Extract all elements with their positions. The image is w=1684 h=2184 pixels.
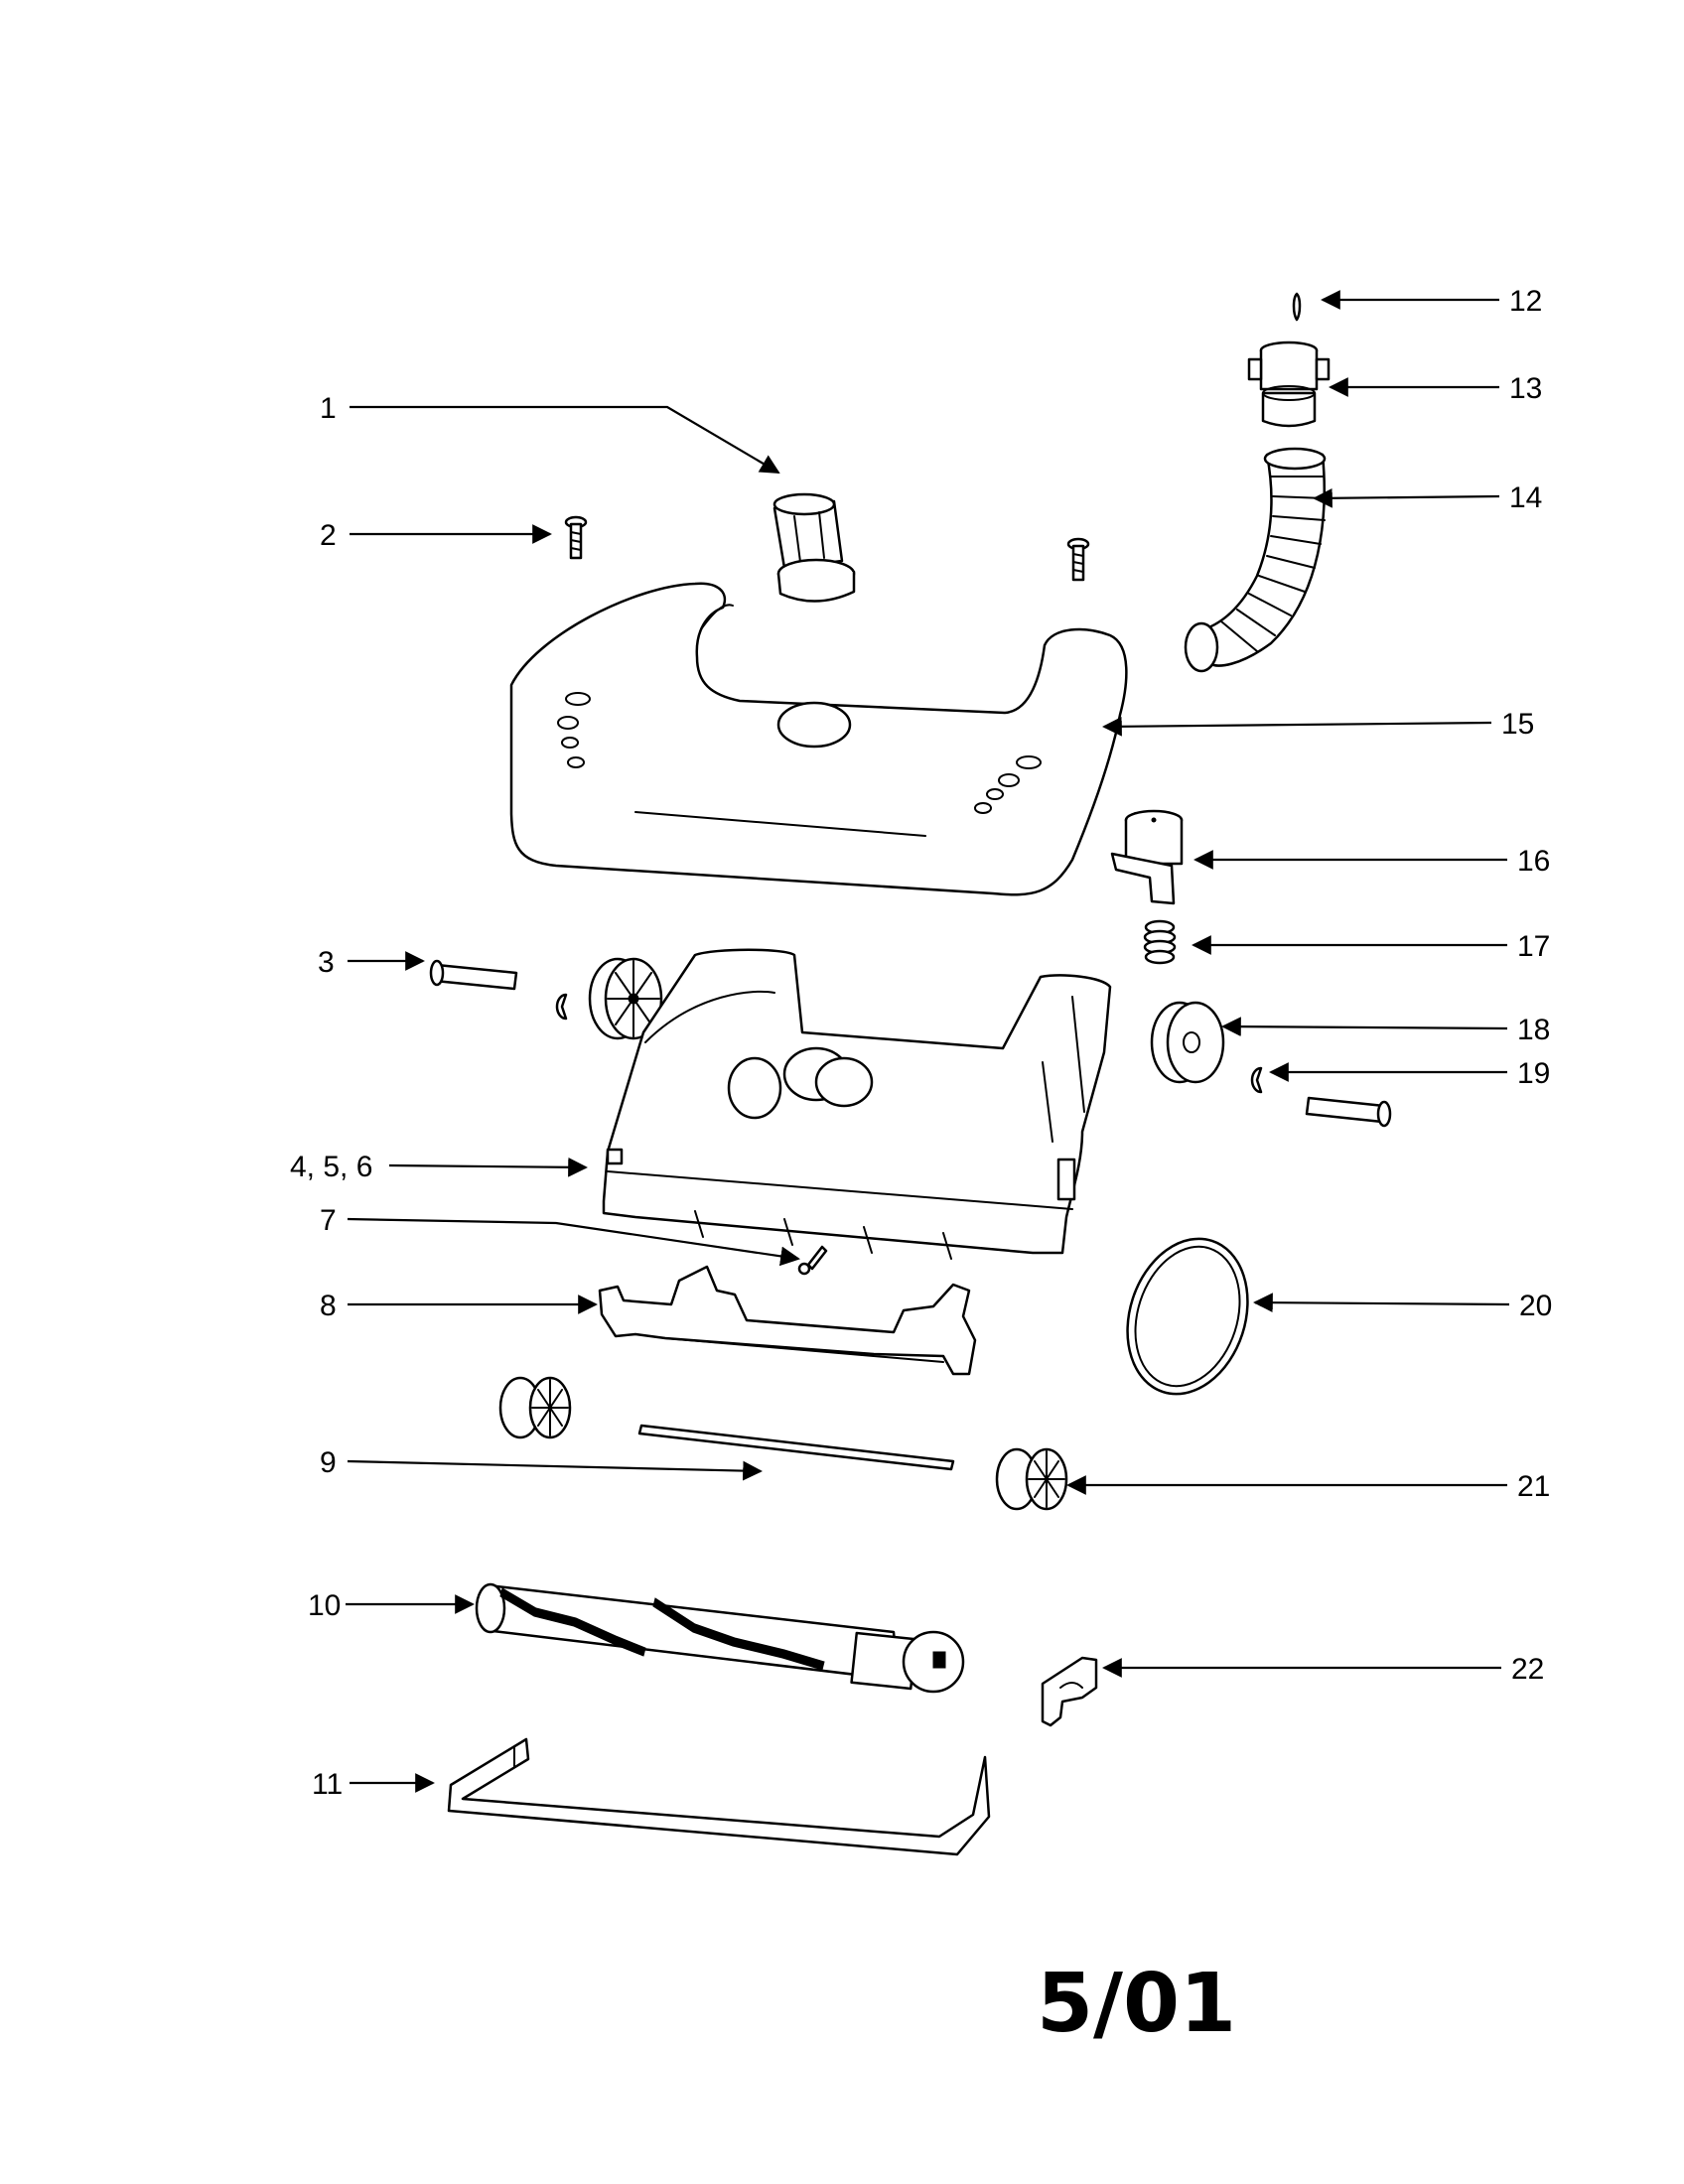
callout-9: 9 xyxy=(320,1446,337,1479)
leader-lines xyxy=(346,290,1510,1793)
part-8-bottom-plate xyxy=(598,1265,977,1376)
callout-1: 1 xyxy=(320,392,337,425)
part-18-rear-wheel xyxy=(1150,1001,1225,1084)
part-14-flex-hose xyxy=(1184,447,1327,673)
callout-17: 17 xyxy=(1517,930,1550,963)
part-1-suction-neck xyxy=(772,492,856,603)
part-11-bumper xyxy=(447,1737,991,1856)
callout-18: 18 xyxy=(1517,1014,1550,1046)
part-4-5-6-base-housing xyxy=(602,948,1112,1260)
callout-10: 10 xyxy=(308,1589,341,1622)
callout-15: 15 xyxy=(1501,708,1534,741)
callout-13: 13 xyxy=(1509,372,1542,405)
part-3-axle xyxy=(429,959,518,991)
callout-3: 3 xyxy=(318,946,335,979)
part-22-bracket xyxy=(1041,1656,1098,1727)
part-2-screw xyxy=(564,515,588,560)
callout-11: 11 xyxy=(312,1768,343,1801)
callout-22: 22 xyxy=(1511,1653,1544,1686)
part-12-pin xyxy=(1292,292,1302,322)
callout-21: 21 xyxy=(1517,1470,1550,1503)
c-clip xyxy=(555,993,568,1021)
screw xyxy=(1066,537,1090,582)
revision-date: 5/01 xyxy=(1037,1957,1236,2051)
axle xyxy=(1305,1096,1392,1128)
part-17-spring xyxy=(1143,919,1177,965)
part-15-hood xyxy=(509,582,1128,896)
callout-14: 14 xyxy=(1509,481,1542,514)
part-16-pedal xyxy=(1110,809,1184,905)
part-13-hose-connector xyxy=(1247,341,1331,428)
callout-7: 7 xyxy=(320,1204,337,1237)
callout-8: 8 xyxy=(320,1290,337,1322)
callout-19: 19 xyxy=(1517,1057,1550,1090)
part-19-c-clip xyxy=(1250,1066,1263,1094)
callout-16: 16 xyxy=(1517,845,1550,878)
callout-12: 12 xyxy=(1509,285,1542,318)
callout-4-5-6: 4, 5, 6 xyxy=(290,1151,372,1183)
part-10-brushroll xyxy=(475,1582,965,1694)
callout-2: 2 xyxy=(320,519,337,552)
part-7-pin xyxy=(797,1245,828,1276)
part-9-shaft xyxy=(637,1424,955,1471)
callout-labels: 1 2 3 4, 5, 6 7 8 9 10 11 12 13 14 15 16… xyxy=(290,285,1552,1801)
part-21-end-cap xyxy=(498,1376,572,1439)
part-20-belt xyxy=(1126,1237,1249,1396)
rear-wheel xyxy=(588,957,663,1040)
callout-20: 20 xyxy=(1519,1290,1552,1322)
end-cap xyxy=(995,1447,1068,1511)
